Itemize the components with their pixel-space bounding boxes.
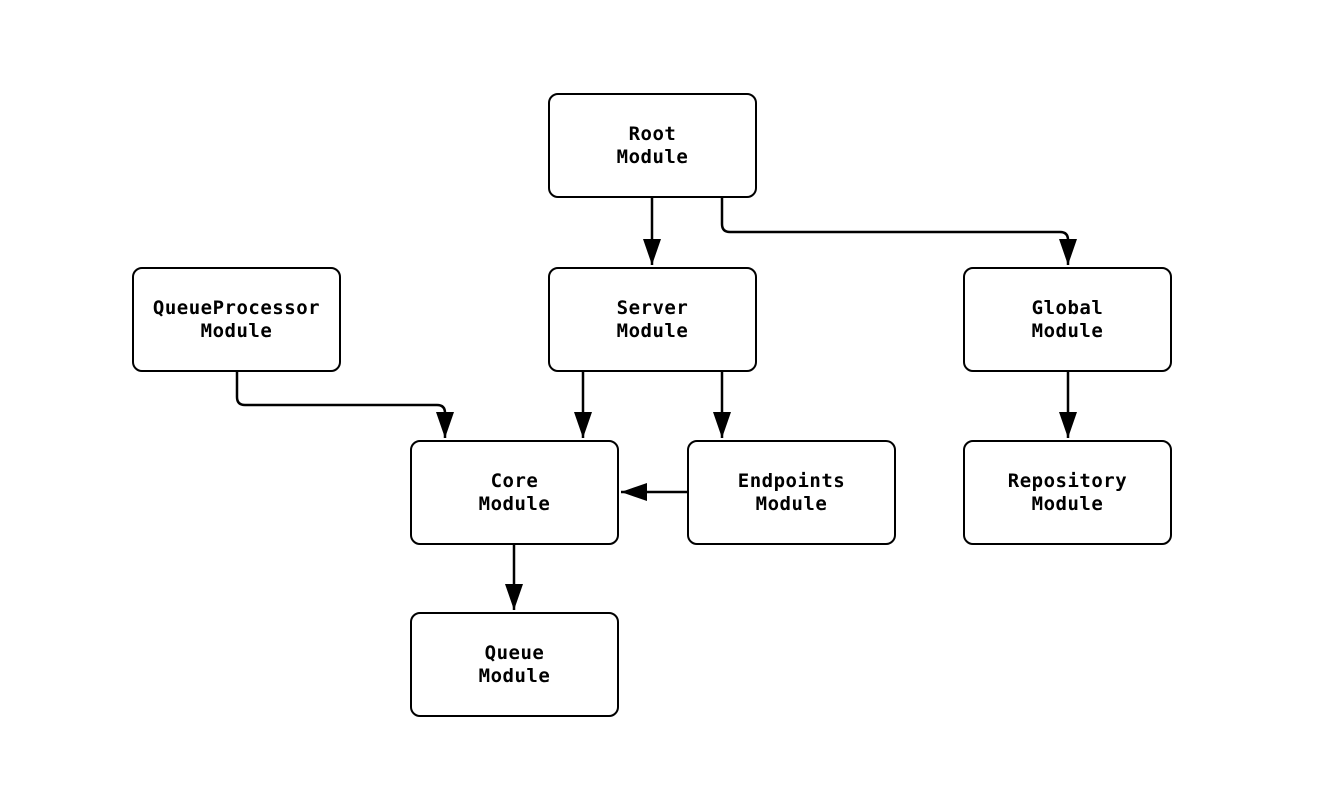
node-queue-module[interactable]: Queue Module: [410, 612, 619, 717]
node-label-line: Server: [616, 296, 689, 319]
node-label-line: Module: [478, 492, 551, 515]
node-label-line: Global: [1031, 296, 1104, 319]
node-queueprocessor-module[interactable]: QueueProcessor Module: [132, 267, 341, 372]
node-label-line: Root: [628, 122, 677, 145]
node-global-module[interactable]: Global Module: [963, 267, 1172, 372]
node-label-line: Module: [616, 319, 689, 342]
node-label-line: Module: [1031, 492, 1104, 515]
node-label-line: Module: [478, 664, 551, 687]
node-label-line: Repository: [1007, 469, 1128, 492]
node-server-module[interactable]: Server Module: [548, 267, 757, 372]
node-repository-module[interactable]: Repository Module: [963, 440, 1172, 545]
node-label-line: QueueProcessor: [152, 296, 321, 319]
node-root-module[interactable]: Root Module: [548, 93, 757, 198]
node-label-line: Module: [755, 492, 828, 515]
node-core-module[interactable]: Core Module: [410, 440, 619, 545]
node-label-line: Endpoints: [737, 469, 846, 492]
node-label-line: Module: [1031, 319, 1104, 342]
edge-root-global: [720, 198, 1077, 265]
node-label-line: Queue: [484, 641, 545, 664]
node-label-line: Core: [490, 469, 539, 492]
edge-queueprocessor-core: [235, 372, 454, 438]
node-label-line: Module: [616, 145, 689, 168]
node-label-line: Module: [200, 319, 273, 342]
node-endpoints-module[interactable]: Endpoints Module: [687, 440, 896, 545]
